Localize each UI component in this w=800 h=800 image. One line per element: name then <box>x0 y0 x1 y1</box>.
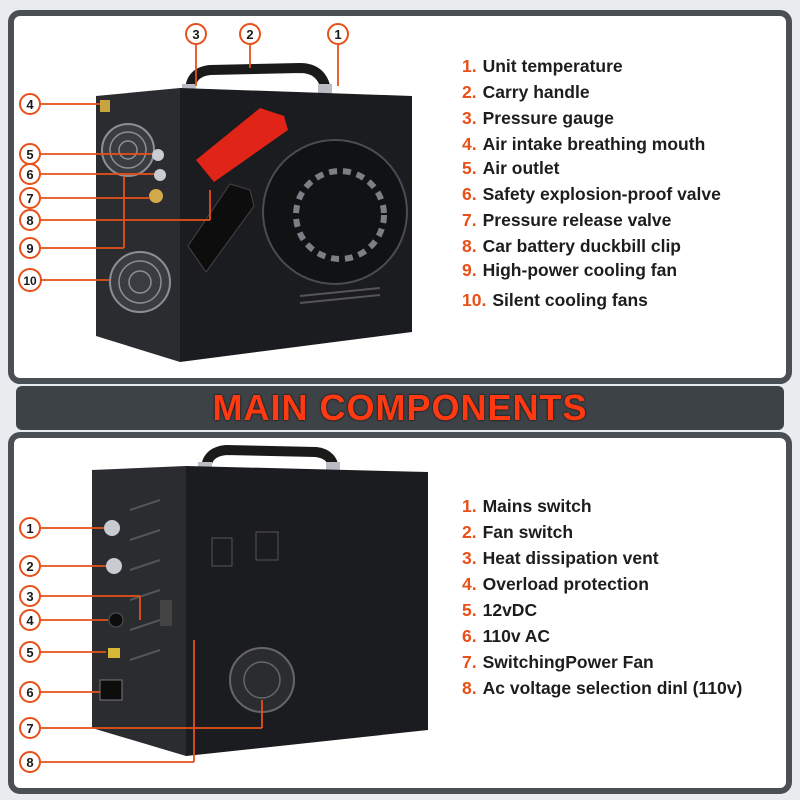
legend-label: Pressure release valve <box>482 210 672 230</box>
legend-num: 3. <box>462 548 477 568</box>
legend-item: 5.12vDC <box>462 600 537 621</box>
legend-num: 2. <box>462 82 477 102</box>
legend-num: 9. <box>462 260 477 280</box>
legend-label: SwitchingPower Fan <box>482 652 654 672</box>
legend-num: 1. <box>462 496 477 516</box>
legend-num: 10. <box>462 290 487 310</box>
legend-label: Mains switch <box>482 496 592 516</box>
legend-num: 5. <box>462 600 477 620</box>
legend-item: 10.Silent cooling fans <box>462 290 648 311</box>
legend-num: 8. <box>462 236 477 256</box>
legend-num: 8. <box>462 678 477 698</box>
legend-item: 3.Pressure gauge <box>462 108 614 129</box>
legend-label: 110v AC <box>482 626 551 646</box>
legend-item: 7.SwitchingPower Fan <box>462 652 654 673</box>
legend-label: 12vDC <box>482 600 538 620</box>
legend-item: 8.Car battery duckbill clip <box>462 236 681 257</box>
legend-label: Carry handle <box>482 82 590 102</box>
legend-item: 4.Air intake breathing mouth <box>462 134 705 155</box>
legend-label: Heat dissipation vent <box>482 548 659 568</box>
legend-label: Silent cooling fans <box>492 290 648 310</box>
legend-item: 7.Pressure release valve <box>462 210 671 231</box>
legend-item: 8.Ac voltage selection dinl (110v) <box>462 678 742 699</box>
legend-label: High-power cooling fan <box>482 260 678 280</box>
legend-num: 5. <box>462 158 477 178</box>
legend-num: 6. <box>462 626 477 646</box>
legend-num: 4. <box>462 134 477 154</box>
banner-title: MAIN COMPONENTS <box>212 387 588 428</box>
legend-num: 1. <box>462 56 477 76</box>
legend-label: Fan switch <box>482 522 574 542</box>
legend-item: 6.110v AC <box>462 626 550 647</box>
legend-label: Car battery duckbill clip <box>482 236 681 256</box>
legend-num: 6. <box>462 184 477 204</box>
legend-num: 4. <box>462 574 477 594</box>
legend-label: Air intake breathing mouth <box>482 134 706 154</box>
legend-label: Unit temperature <box>482 56 623 76</box>
legend-label: Ac voltage selection dinl (110v) <box>482 678 743 698</box>
legend-item: 6.Safety explosion-proof valve <box>462 184 721 205</box>
legend-label: Overload protection <box>482 574 649 594</box>
legend-item: 5.Air outlet <box>462 158 559 179</box>
legend-label: Air outlet <box>482 158 560 178</box>
legend-item: 1.Mains switch <box>462 496 592 517</box>
bottom-panel <box>8 432 792 794</box>
legend-num: 3. <box>462 108 477 128</box>
legend-item: 2.Fan switch <box>462 522 573 543</box>
legend-num: 7. <box>462 652 477 672</box>
legend-item: 2.Carry handle <box>462 82 590 103</box>
legend-item: 9.High-power cooling fan <box>462 260 677 281</box>
legend-label: Pressure gauge <box>482 108 614 128</box>
legend-item: 1.Unit temperature <box>462 56 623 77</box>
legend-item: 4.Overload protection <box>462 574 649 595</box>
legend-num: 2. <box>462 522 477 542</box>
legend-item: 3.Heat dissipation vent <box>462 548 659 569</box>
legend-label: Safety explosion-proof valve <box>482 184 721 204</box>
section-banner: MAIN COMPONENTS <box>16 386 784 430</box>
legend-num: 7. <box>462 210 477 230</box>
